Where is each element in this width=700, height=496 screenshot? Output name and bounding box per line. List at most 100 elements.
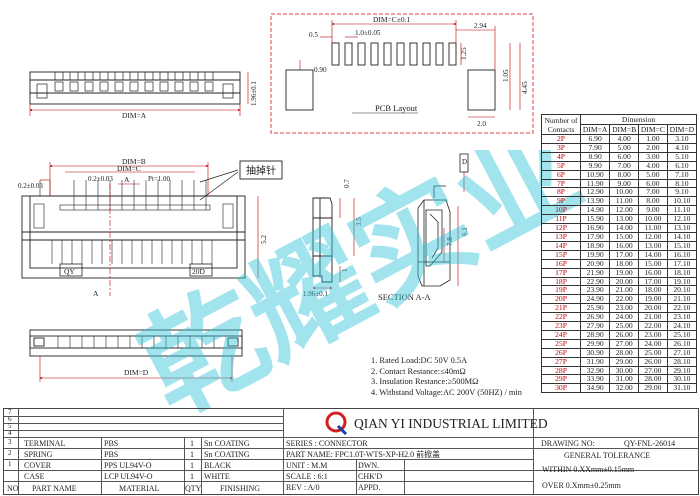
dimension-cell: 7.90	[580, 142, 611, 153]
dimension-cell: 11.10	[666, 205, 698, 216]
pcb-pads	[285, 42, 496, 111]
part-name: PART NAME: FPC1.0T-WTS-XP-H2.0 前掀盖	[286, 450, 441, 459]
dimension-cell: 31.90	[580, 356, 611, 367]
dimension-cell: 29.00	[638, 383, 668, 394]
note-line: 1. Rated Load:DC 50V 0.5A	[371, 356, 468, 365]
section-d78: 7.8	[446, 237, 454, 246]
dimension-cell: 6.90	[580, 134, 611, 144]
dimension-cell: 5.00	[609, 142, 639, 153]
company-logo-icon	[325, 411, 348, 435]
row-number: 6	[8, 415, 12, 423]
dimension-cell: 13.90	[580, 196, 611, 207]
dimension-cell: 28.10	[666, 356, 698, 367]
header-qty: QTY	[185, 484, 202, 493]
front-qy: QY	[64, 267, 75, 276]
contact-count-cell: 27P	[540, 356, 582, 367]
note-line: 2. Contact Restance:≤40mΩ	[371, 366, 466, 376]
dimension-cell: 29.00	[609, 356, 639, 367]
note-line: 3. Insulation Restance:≥500MΩ	[371, 377, 479, 387]
contact-count-cell: 26P	[540, 347, 582, 358]
material-qty: 1	[190, 472, 194, 481]
dimension-cell: 10.90	[580, 169, 611, 180]
contact-count-cell: 6P	[540, 169, 582, 180]
dimension-cell: 15.90	[580, 214, 611, 225]
dimension-cell: 4.00	[638, 160, 668, 171]
table-col-header: DIM=A	[580, 124, 611, 135]
front-pitch: Pt=1.00	[148, 175, 171, 183]
general-tolerance: GENERAL TOLERANCE	[564, 451, 651, 460]
contact-count-cell: 24P	[540, 329, 582, 340]
contact-count-cell: 3P	[540, 142, 582, 153]
chkd: CHK'D	[358, 472, 383, 481]
material-part-name: COVER	[24, 461, 52, 470]
front-20d: 20D	[192, 267, 206, 276]
appd: APPD.	[358, 483, 381, 492]
dimension-cell: 5.10	[666, 151, 698, 162]
dimension-cell: 2.00	[638, 142, 668, 153]
material-qty: 1	[190, 439, 194, 448]
section-label: SECTION A-A	[378, 292, 432, 302]
dimension-cell: 27.10	[666, 347, 698, 358]
dimension-cell: 14.90	[580, 205, 611, 216]
dimension-cell: 4.10	[666, 142, 698, 153]
bottom-dim-d: DIM=D	[124, 368, 149, 377]
pcb-d125: 1.25	[460, 47, 468, 60]
dimension-cell: 17.10	[666, 258, 698, 269]
contact-count-cell: 15P	[540, 249, 582, 260]
section-pin-label: D	[462, 158, 467, 166]
dimension-cell: 26.00	[638, 356, 668, 367]
material-finishing: Sn COATING	[204, 439, 250, 448]
title-block: NO PART NAME MATERIAL QTY FINISHING QIAN…	[3, 408, 699, 495]
material-part-name: TERMINAL	[24, 439, 66, 448]
pcb-layout: DIM=C±0.1 1.0±0.05 0.5 0.90 2.94 1.25 1.…	[270, 13, 534, 134]
pcb-d105: 1.05	[502, 69, 510, 82]
material-qty: 1	[190, 461, 194, 470]
contact-count-cell: 17P	[540, 267, 582, 278]
dimension-cell: 24.00	[638, 338, 668, 349]
top-dim-a: DIM=A	[122, 111, 147, 120]
dimension-cell: 8.90	[580, 151, 611, 162]
pcb-d20: 2.0	[477, 120, 486, 128]
side-d35: 3.5	[355, 217, 363, 226]
header-no: NO	[7, 484, 19, 493]
dimension-cell: 6.10	[666, 160, 698, 171]
dimension-cell: 8.10	[666, 178, 698, 189]
dimension-cell: 19.00	[609, 267, 639, 278]
material-finishing: Sn COATING	[204, 450, 250, 459]
table-col-header: DIM=B	[609, 124, 639, 135]
dimension-cell: 14.10	[666, 231, 698, 242]
dimension-cell: 15.00	[638, 258, 668, 269]
front-d02-left: 0.2±0.03	[18, 182, 43, 190]
row-number: 2	[8, 449, 12, 457]
row-number: 5	[8, 422, 12, 430]
material-spec: PPS UL94V-O	[104, 461, 152, 470]
dimension-cell: 7.10	[666, 169, 698, 180]
dimension-cell: 12.10	[666, 214, 698, 225]
header-part-name: PART NAME	[32, 484, 77, 493]
pcb-pitch: 1.0±0.05	[355, 29, 381, 37]
section-mark-top: A	[124, 175, 130, 184]
dimension-cell: 25.00	[638, 347, 668, 358]
dimension-cell: 18.10	[666, 267, 698, 278]
dimension-cell: 25.10	[666, 329, 698, 340]
row-number: 4	[8, 429, 12, 437]
dimension-cell: 29.90	[580, 338, 611, 349]
contact-count-cell: 5P	[540, 160, 582, 171]
rev: REV : A/0	[286, 483, 320, 492]
dimension-cell: 30.90	[580, 347, 611, 358]
dimension-cell: 10.10	[666, 196, 698, 207]
dimension-cell: 26.10	[666, 338, 698, 349]
dimension-cell: 32.00	[609, 383, 639, 394]
bottom-view	[29, 329, 243, 382]
dimension-cell: 13.00	[638, 240, 668, 251]
